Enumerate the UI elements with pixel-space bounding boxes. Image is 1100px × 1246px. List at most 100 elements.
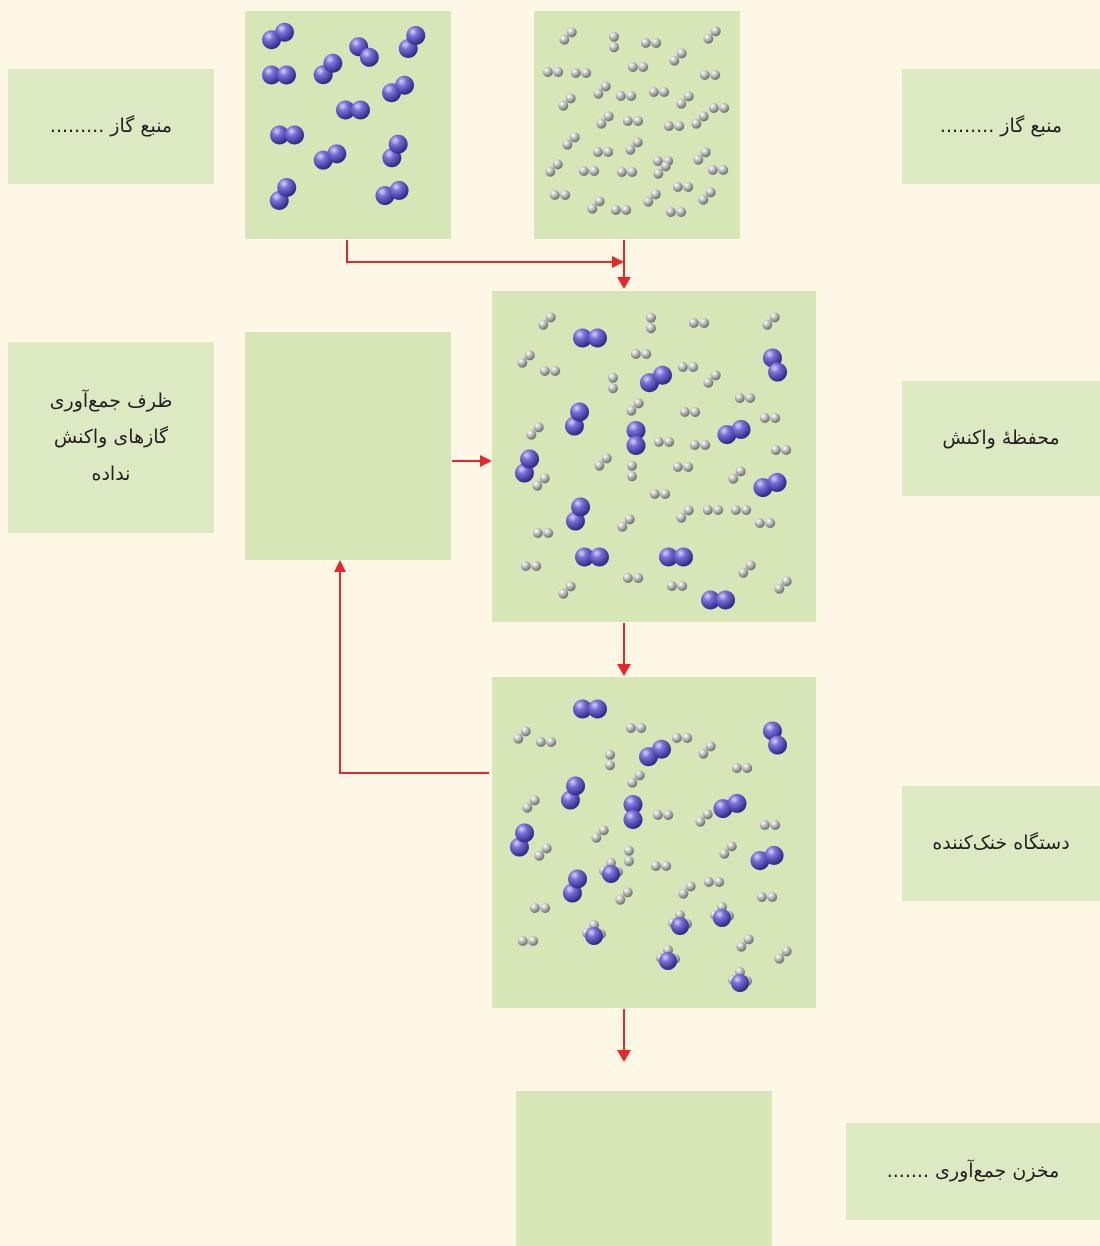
blue-molecule	[269, 178, 297, 210]
gray-atom	[594, 460, 605, 471]
gray-atom	[705, 187, 716, 198]
gray-atom	[529, 795, 540, 806]
blue-molecule	[313, 144, 347, 170]
blue-atom	[285, 125, 304, 145]
gray-molecule	[640, 38, 662, 48]
gray-atom	[541, 843, 552, 854]
blue-molecule	[336, 100, 370, 120]
blue-atom	[588, 328, 607, 348]
gray-atom	[650, 861, 661, 871]
gray-atom	[671, 733, 682, 743]
gray-molecule	[625, 137, 643, 155]
gray-atom	[558, 588, 569, 599]
gray-atom	[634, 770, 645, 781]
gray-atom	[627, 167, 638, 177]
blue-atom	[623, 795, 643, 814]
gray-molecule	[672, 462, 694, 472]
gray-atom	[676, 48, 687, 59]
gray-atom	[531, 561, 542, 571]
gray-molecule	[615, 887, 633, 905]
gray-atom	[633, 398, 644, 409]
blue-molecule	[398, 26, 426, 58]
gray-molecule	[677, 362, 699, 372]
gray-atom	[649, 489, 660, 499]
blue-molecule	[382, 134, 408, 168]
gray-atom	[630, 349, 641, 359]
gray-atom	[545, 166, 556, 177]
gray-atom	[678, 888, 689, 899]
blue-molecule	[623, 795, 643, 829]
gray-atom	[659, 87, 670, 97]
gray-atom	[710, 370, 721, 381]
gray-atom	[641, 349, 652, 359]
gray-atom	[781, 445, 792, 455]
gray-molecule	[702, 505, 724, 515]
gray-atom	[707, 165, 718, 175]
gray-atom	[549, 190, 560, 200]
gray-atom	[624, 514, 635, 525]
gray-atom	[633, 573, 644, 583]
gray-atom	[703, 877, 714, 887]
gray-atom	[688, 318, 699, 328]
gray-atom	[546, 737, 557, 747]
gray-atom	[592, 147, 603, 157]
gray-molecule	[678, 881, 696, 899]
compound-molecule	[668, 910, 692, 935]
gray-atom	[528, 936, 539, 946]
gray-atom	[608, 383, 618, 394]
gray-atom	[770, 445, 781, 455]
gray-atom	[781, 576, 792, 587]
gray-atom	[682, 733, 693, 743]
gray-atom	[535, 737, 546, 747]
gray-molecule	[610, 205, 632, 215]
gray-atom	[570, 68, 581, 78]
gray-molecule	[762, 312, 780, 330]
gray-atom	[702, 505, 713, 515]
blue-atom	[573, 699, 592, 719]
gray-molecule	[676, 505, 694, 523]
blue-molecule	[640, 365, 672, 393]
gray-atom	[726, 841, 737, 852]
gray-atom	[532, 480, 543, 491]
gray-atom	[624, 856, 634, 867]
blue-atom	[768, 362, 788, 382]
gray-atom	[526, 429, 537, 440]
gray-atom	[676, 512, 687, 523]
gray-atom	[532, 528, 543, 538]
gray-molecule	[627, 62, 649, 72]
blue-atom	[406, 26, 426, 46]
gray-atom	[653, 437, 664, 447]
blue-atom	[573, 328, 592, 348]
gray-molecule	[617, 514, 635, 532]
blue-molecule	[639, 739, 671, 767]
gray-atom	[765, 518, 776, 528]
blue-atom	[389, 180, 409, 200]
gray-molecule	[652, 810, 674, 820]
blue-atom	[731, 974, 749, 992]
gray-atom	[674, 121, 685, 131]
gray-atom	[745, 393, 756, 403]
arrow-left-source-to-chamber	[346, 240, 612, 263]
blue-atom	[764, 845, 784, 865]
gray-molecule	[666, 581, 688, 591]
gray-atom	[538, 319, 549, 330]
blue-molecule	[573, 699, 607, 719]
gray-atom	[598, 825, 609, 836]
blue-atom	[520, 449, 540, 469]
gray-atom	[609, 42, 619, 53]
gray-atom	[652, 810, 663, 820]
gray-atom	[608, 372, 618, 383]
reaction-chamber-box	[492, 291, 816, 622]
gray-atom	[534, 850, 545, 861]
blue-atom	[327, 144, 347, 164]
gray-atom	[632, 137, 643, 148]
gray-molecule	[539, 366, 561, 376]
gray-atom	[566, 27, 577, 38]
gray-molecule	[622, 573, 644, 583]
gray-atom	[638, 62, 649, 72]
gray-molecule	[653, 161, 671, 179]
gray-atom	[698, 194, 709, 205]
gray-molecule	[616, 167, 638, 177]
gray-atom	[617, 521, 628, 532]
gray-atom	[578, 166, 589, 176]
